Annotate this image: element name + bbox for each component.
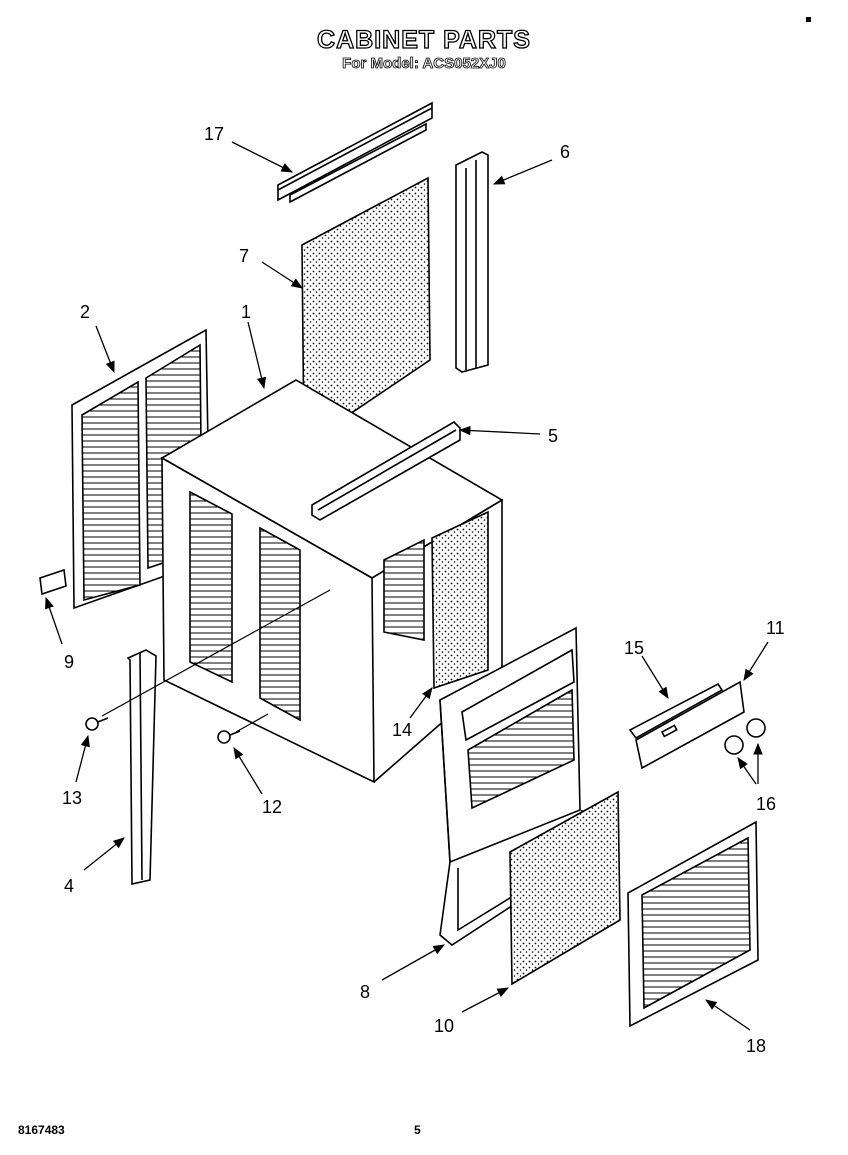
- leader-8: [381, 944, 446, 981]
- callout-12: 12: [262, 797, 282, 817]
- part-7-foam-panel: [301, 176, 431, 447]
- document-number: 8167483: [18, 1123, 65, 1137]
- callout-18: 18: [746, 1036, 766, 1056]
- callout-2: 2: [80, 302, 90, 322]
- part-13-screw: [85, 717, 109, 731]
- callout-16: 16: [756, 794, 776, 814]
- page-number: 5: [414, 1123, 421, 1137]
- leader-18: [705, 999, 751, 1031]
- part-1-cabinet: [160, 379, 504, 784]
- callout-10: 10: [434, 1016, 454, 1036]
- part-16-knobs: [724, 718, 766, 755]
- part-4-side-strip: [126, 649, 157, 885]
- corner-mark: [806, 17, 811, 22]
- callout-7: 7: [239, 246, 249, 266]
- leader-17: [231, 141, 294, 173]
- leader-7: [261, 261, 303, 289]
- part-11-control-panel: [635, 680, 745, 770]
- callout-13: 13: [62, 788, 82, 808]
- part-9-label: [39, 568, 67, 596]
- callout-4: 4: [64, 876, 74, 896]
- leader-10: [461, 987, 510, 1013]
- callout-15: 15: [624, 638, 644, 658]
- part-18-front-grille: [627, 820, 759, 1028]
- part-15-bracket: [628, 682, 724, 740]
- model-subtitle: For Model: ACS052XJ0: [342, 55, 506, 73]
- callout-14: 14: [392, 720, 412, 740]
- leader-6: [492, 159, 553, 185]
- callout-1: 1: [241, 302, 251, 322]
- part-8-front-panel: [439, 626, 583, 946]
- leader-2: [95, 325, 115, 374]
- part-5-center-rail: [311, 420, 461, 521]
- leader-12: [233, 747, 263, 795]
- leader-15: [641, 655, 669, 699]
- part-10-front-filter: [509, 790, 621, 986]
- leader-1: [247, 321, 267, 390]
- leader-14: [409, 687, 433, 719]
- leader-11: [743, 641, 769, 681]
- part-6-side-channel: [455, 151, 489, 373]
- callout-9: 9: [64, 652, 74, 672]
- callout-5: 5: [548, 426, 558, 446]
- leader-4: [83, 837, 125, 871]
- callout-8: 8: [360, 982, 370, 1002]
- callout-6: 6: [560, 142, 570, 162]
- leader-5: [458, 425, 541, 436]
- leader-9: [45, 596, 63, 645]
- part-17-top-rail: [277, 101, 433, 204]
- page-title: CABINET PARTS: [316, 25, 531, 54]
- callout-17: 17: [204, 124, 224, 144]
- leader-16a: [737, 757, 757, 785]
- leader-13: [75, 734, 90, 783]
- callout-11: 11: [766, 618, 785, 638]
- part-12-screw: [217, 730, 241, 744]
